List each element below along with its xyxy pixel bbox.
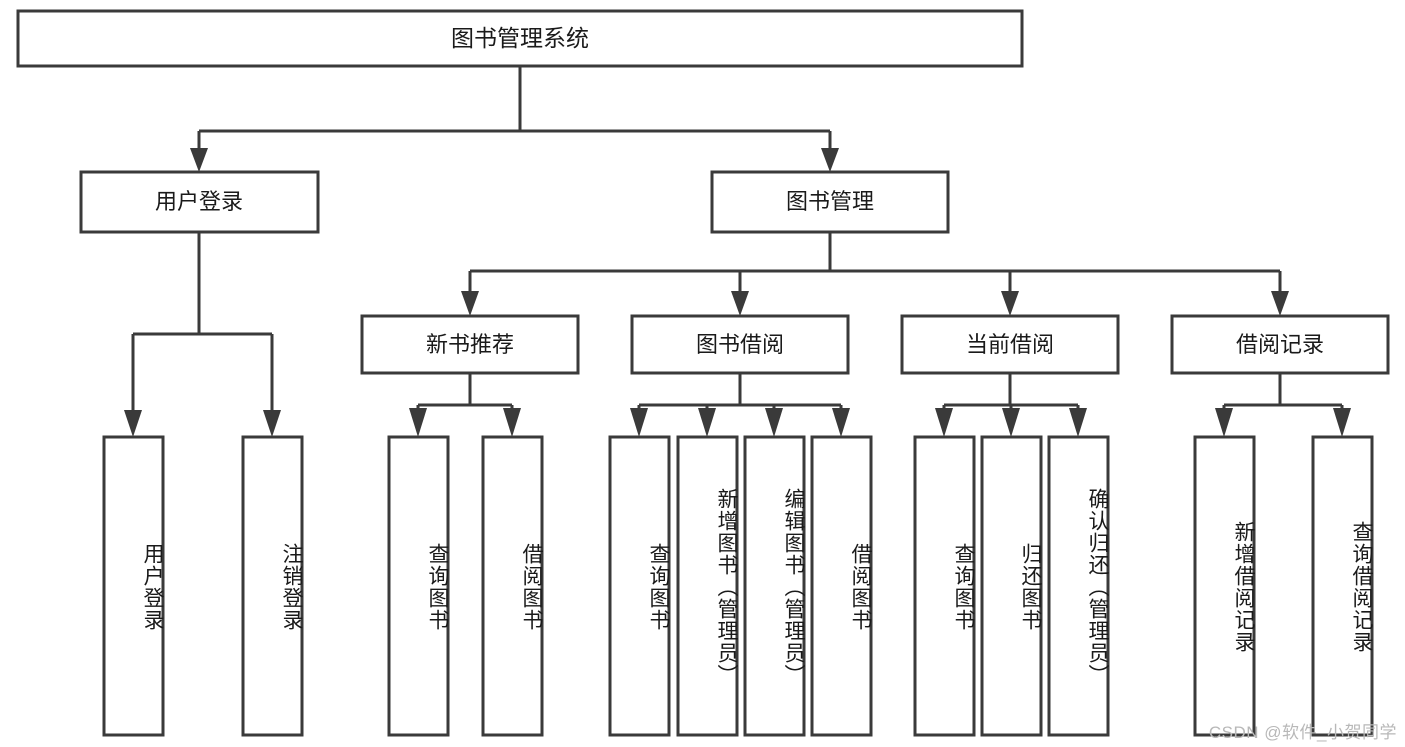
node-root-box[interactable]	[16, 9, 1024, 68]
leaf-box-confirm-return-admin[interactable]	[1047, 435, 1110, 737]
arrowhead-borrow-leaf-3	[765, 408, 783, 437]
arrowhead-record-leaf-1	[1215, 408, 1233, 437]
arrowhead-user-leaf-2	[263, 410, 281, 437]
arrowhead-current-leaf-3	[1069, 408, 1087, 437]
connector-group-book-borrow	[630, 373, 850, 437]
node-book-borrow-label: 图书借阅	[696, 332, 784, 357]
arrowhead-root-to-user	[190, 148, 208, 172]
node-borrow-record-box[interactable]	[1170, 314, 1390, 375]
leaf-box-edit-book-admin[interactable]	[743, 435, 806, 737]
node-root[interactable]: 图书管理系统	[16, 9, 1024, 68]
leaf-box-borrow-book-1[interactable]	[481, 435, 544, 737]
arrowhead-borrow-leaf-4	[832, 408, 850, 437]
leaf-box-query-book-2[interactable]	[608, 435, 671, 737]
node-user-login-label: 用户登录	[155, 189, 243, 214]
arrowhead-newbook-leaf-2	[503, 408, 521, 437]
arrowhead-book-child-1	[461, 291, 479, 316]
leaf-box-return-book[interactable]	[980, 435, 1043, 737]
leaf-box-add-book-admin[interactable]	[676, 435, 739, 737]
arrowhead-record-leaf-2	[1333, 408, 1351, 437]
leaf-boxes	[102, 435, 1374, 737]
leaf-box-logout[interactable]	[241, 435, 304, 737]
node-book-manage-box[interactable]	[710, 170, 950, 234]
connector-group-borrow-record	[1215, 373, 1351, 437]
arrowhead-current-leaf-1	[935, 408, 953, 437]
node-new-book-recommend[interactable]: 新书推荐	[360, 314, 580, 375]
connector-group-user-login	[124, 232, 281, 437]
connector-group-book-manage	[461, 232, 1289, 316]
connector-group-root	[190, 66, 839, 172]
arrowhead-book-child-2	[731, 291, 749, 316]
leaf-box-query-borrow-record[interactable]	[1311, 435, 1374, 737]
leaf-box-query-book-3[interactable]	[913, 435, 976, 737]
node-current-borrow[interactable]: 当前借阅	[900, 314, 1120, 375]
leaf-box-user-login[interactable]	[102, 435, 165, 737]
arrowhead-user-leaf-1	[124, 410, 142, 437]
node-new-book-recommend-label: 新书推荐	[426, 332, 514, 357]
node-book-borrow-box[interactable]	[630, 314, 850, 375]
node-root-label: 图书管理系统	[451, 25, 589, 51]
connector-group-current-borrow	[935, 373, 1087, 437]
connector-group-new-book	[409, 373, 521, 437]
arrowhead-root-to-book	[821, 148, 839, 172]
node-current-borrow-box[interactable]	[900, 314, 1120, 375]
node-book-manage[interactable]: 图书管理	[710, 170, 950, 234]
arrowhead-book-child-4	[1271, 291, 1289, 316]
node-current-borrow-label: 当前借阅	[966, 332, 1054, 357]
arrowhead-borrow-leaf-1	[630, 408, 648, 437]
arrowhead-book-child-3	[1001, 291, 1019, 316]
node-book-manage-label: 图书管理	[786, 189, 874, 214]
arrowhead-current-leaf-2	[1002, 408, 1020, 437]
leaf-box-borrow-book-2[interactable]	[810, 435, 873, 737]
leaf-box-add-borrow-record[interactable]	[1193, 435, 1256, 737]
arrowhead-borrow-leaf-2	[698, 408, 716, 437]
node-user-login[interactable]: 用户登录	[79, 170, 320, 234]
leaf-box-query-book-1[interactable]	[387, 435, 450, 737]
node-user-login-box[interactable]	[79, 170, 320, 234]
node-borrow-record[interactable]: 借阅记录	[1170, 314, 1390, 375]
csdn-watermark: CSDN @软件_小贺同学	[1208, 723, 1397, 742]
node-book-borrow[interactable]: 图书借阅	[630, 314, 850, 375]
arrowhead-newbook-leaf-1	[409, 408, 427, 437]
node-new-book-recommend-box[interactable]	[360, 314, 580, 375]
node-borrow-record-label: 借阅记录	[1236, 332, 1324, 357]
